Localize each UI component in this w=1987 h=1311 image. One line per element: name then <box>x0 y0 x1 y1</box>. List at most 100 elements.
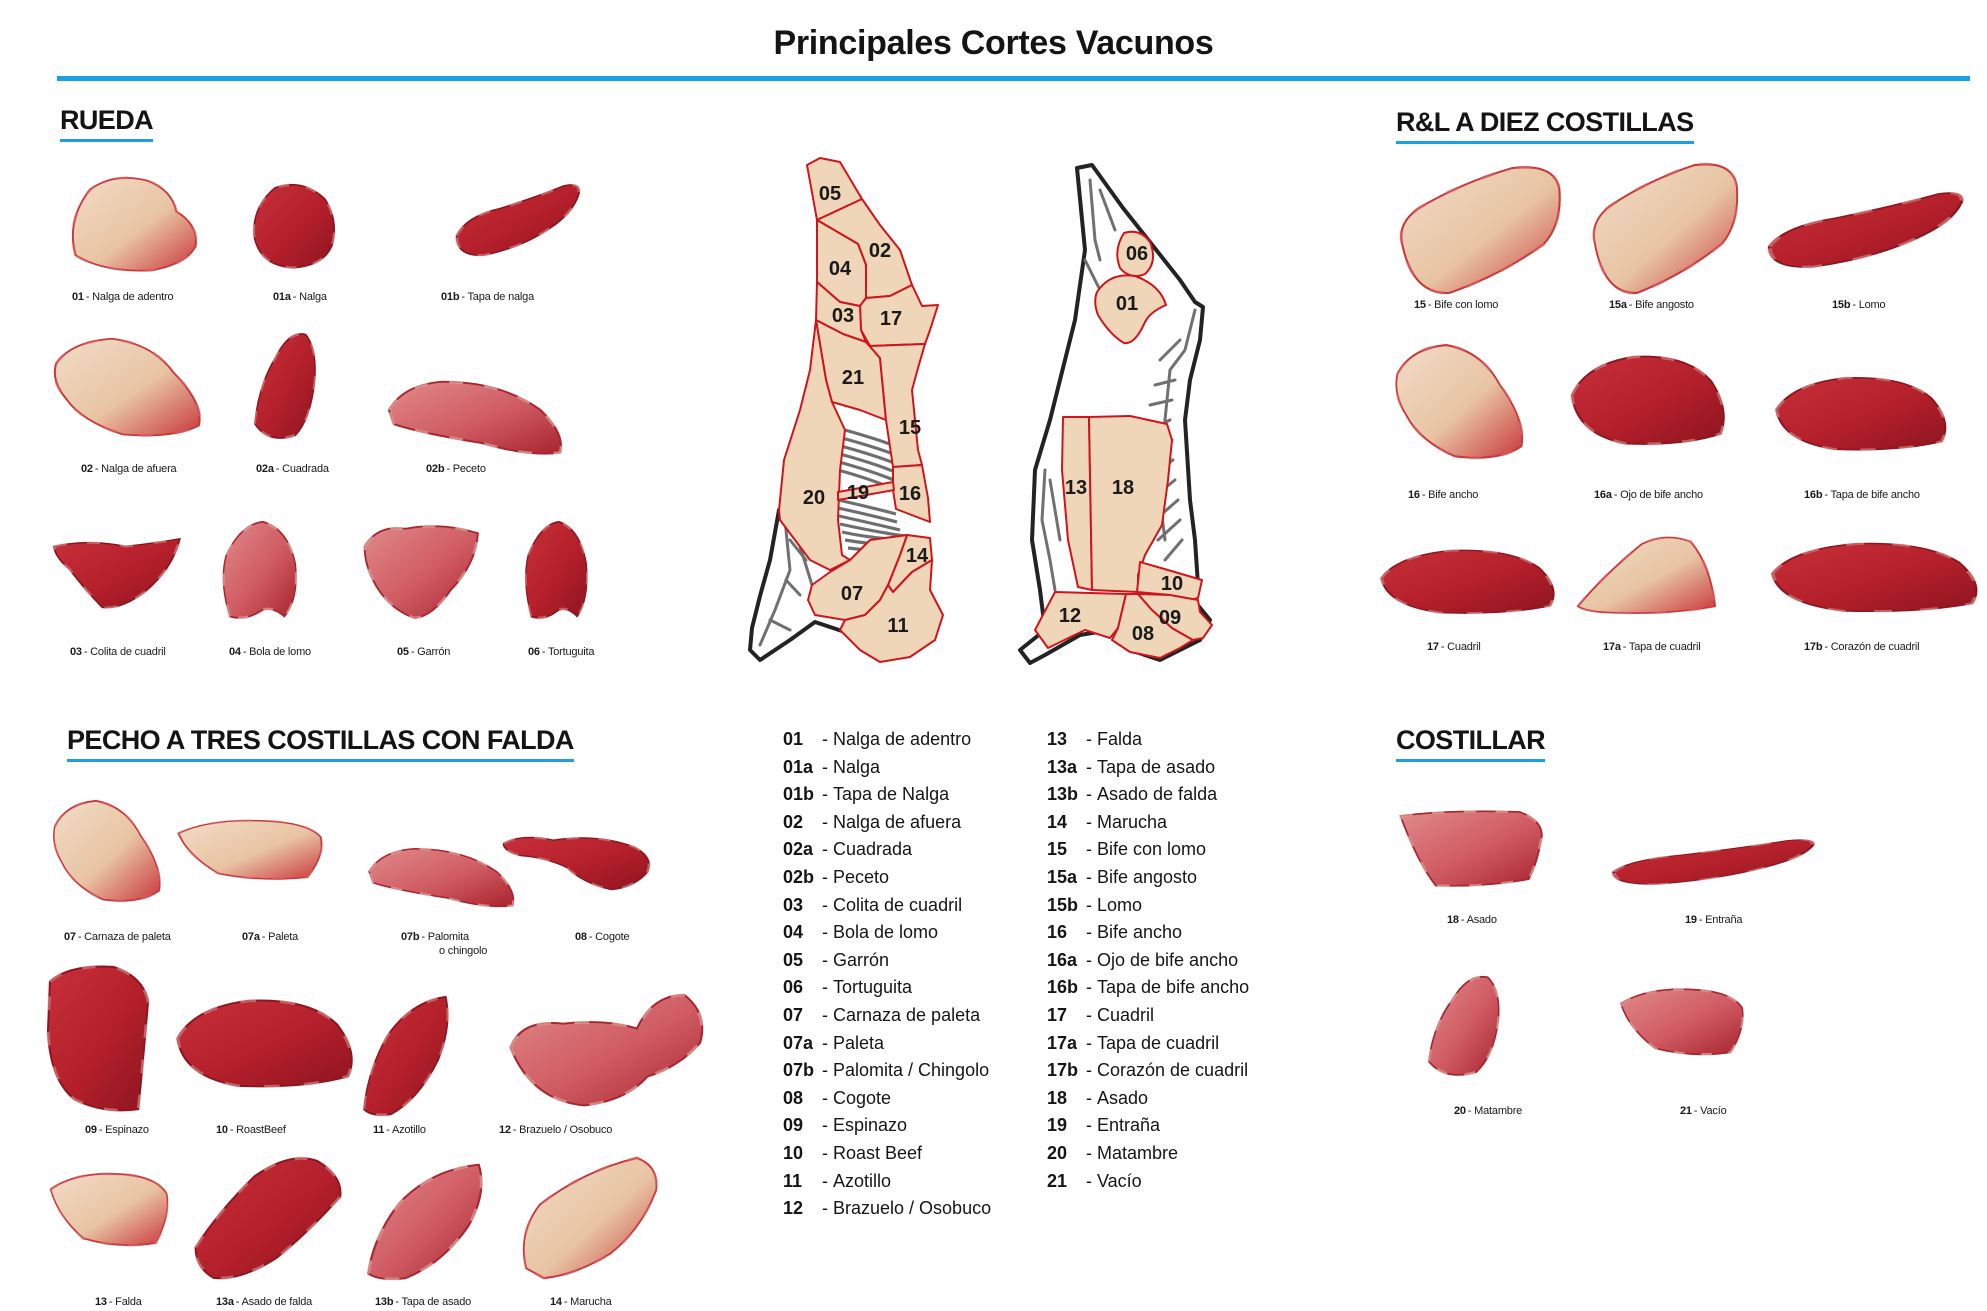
cut-name: Carnaza de paleta <box>84 931 171 943</box>
legend-name: Garrón <box>833 949 890 970</box>
caption-separator: - <box>108 1296 116 1308</box>
diagram-region-18[interactable] <box>1088 415 1173 593</box>
caption-separator: - <box>229 1124 237 1136</box>
carcass-diagram: 05 02 04 03 17 21 15 20 19 16 14 07 11 0… <box>740 150 1240 680</box>
cut-code: 09 <box>85 1124 97 1136</box>
cut-code: 05 <box>397 646 409 658</box>
legend-item: 17b -Corazón de cuadril <box>1047 1057 1249 1085</box>
legend-name: Nalga <box>833 756 881 777</box>
cut-code: 15 <box>1414 299 1426 311</box>
cut-caption-14: 14- Marucha <box>550 1295 612 1309</box>
legend-separator: - <box>1081 894 1092 915</box>
cut-caption-15: 15- Bife con lomo <box>1414 298 1498 312</box>
legend-code: 15 <box>1047 839 1068 860</box>
cut-name: Bife ancho <box>1428 489 1479 501</box>
meat-cut-image <box>1427 975 1500 1077</box>
cut-caption-07a: 07a- Paleta <box>242 930 298 944</box>
cut-photo-08 <box>499 830 670 918</box>
legend-separator: - <box>1081 866 1092 887</box>
cut-caption-20: 20- Matambre <box>1454 1104 1522 1118</box>
legend-item: 04 -Bola de lomo <box>783 919 991 947</box>
legend-item: 08 -Cogote <box>783 1085 991 1113</box>
cut-photo-13 <box>47 1167 185 1283</box>
legend-code: 13 <box>1047 729 1068 749</box>
diagram-region-15[interactable] <box>865 341 926 468</box>
cut-caption-02b: 02b- Peceto <box>426 462 486 476</box>
legend-name: Bola de lomo <box>833 922 939 943</box>
legend-code: 16 <box>1047 922 1068 943</box>
caption-separator: - <box>1698 914 1706 926</box>
cut-photo-17a <box>1573 532 1720 637</box>
cut-code: 14 <box>550 1296 562 1308</box>
diagram-region-09[interactable] <box>1137 593 1213 641</box>
legend-code: 06 <box>783 977 804 998</box>
legend-separator: - <box>1081 1087 1092 1108</box>
cut-name: Bife angosto <box>1635 299 1694 311</box>
meat-cut-image <box>387 380 563 456</box>
meat-cut-image <box>1611 839 1816 885</box>
caption-separator: - <box>1427 299 1435 311</box>
meat-cut-image <box>253 332 317 440</box>
legend-code: 01 <box>783 729 804 749</box>
cut-photo-15a <box>1590 160 1739 295</box>
diagram-label-20: 20 <box>803 487 825 509</box>
meat-cut-image <box>52 799 161 903</box>
legend-separator: - <box>1081 756 1092 777</box>
meat-cut-image <box>1394 343 1524 460</box>
diagram-label-09: 09 <box>1159 607 1181 629</box>
legend-code: 20 <box>1047 1142 1068 1163</box>
cut-name: Tapa de bife ancho <box>1830 489 1920 501</box>
legend-separator: - <box>1081 922 1092 943</box>
caption-separator: - <box>512 1124 520 1136</box>
caption-separator: - <box>242 646 250 658</box>
section-heading-costillar: COSTILLAR <box>1396 724 1546 762</box>
cut-caption-17: 17- Cuadril <box>1427 640 1481 654</box>
caption-separator: - <box>461 291 468 303</box>
section-heading-pecho: PECHO A TRES COSTILLAS CON FALDA <box>67 724 574 762</box>
cut-caption-10: 10- RoastBeef <box>216 1123 286 1137</box>
legend-separator: - <box>817 866 828 887</box>
cut-code: 04 <box>229 646 241 658</box>
cut-name: Tapa de nalga <box>467 291 534 303</box>
cut-name: Cuadril <box>1447 641 1481 653</box>
diagram-label-15: 15 <box>899 417 921 439</box>
legend-item: 15b -Lomo <box>1047 892 1249 920</box>
caption-separator: - <box>275 463 283 475</box>
legend-name: Cogote <box>833 1087 892 1108</box>
diagram-label-19: 19 <box>847 482 869 504</box>
meat-cut-image <box>502 836 651 891</box>
legend-separator: - <box>817 756 828 777</box>
legend-code: 03 <box>783 894 804 915</box>
legend-name: Palomita / Chingolo <box>833 1060 990 1081</box>
meat-cut-image <box>366 1163 483 1281</box>
cut-code: 17a <box>1603 641 1621 653</box>
cut-photo-15b <box>1762 190 1982 295</box>
legend-code: 17b <box>1047 1060 1079 1081</box>
caption-separator: - <box>1460 914 1467 926</box>
legend-separator: - <box>817 1170 828 1191</box>
cut-caption-04: 04- Bola de lomo <box>229 645 311 659</box>
cut-photo-02b <box>384 377 570 462</box>
legend-name: Asado <box>1097 1087 1149 1108</box>
cut-name: Ojo de bife ancho <box>1620 489 1703 501</box>
diagram-region-06[interactable] <box>1116 230 1155 277</box>
diagram-region-01[interactable] <box>1094 274 1167 345</box>
diagram-label-14: 14 <box>906 545 929 567</box>
caption-separator: - <box>1852 299 1859 311</box>
cut-photo-14 <box>513 1156 681 1283</box>
diagram-label-05: 05 <box>819 183 841 205</box>
legend-item: 07a -Paleta <box>783 1030 991 1058</box>
legend-separator: - <box>817 729 828 749</box>
cut-name: Asado <box>1466 914 1497 926</box>
diagram-region-11[interactable] <box>839 559 944 663</box>
legend-separator: - <box>1081 1060 1092 1081</box>
cut-code: 02b <box>426 463 445 475</box>
caption-separator: - <box>77 931 85 943</box>
diagram-region-19[interactable] <box>837 481 895 501</box>
meat-cut-image <box>52 537 182 609</box>
meat-cut-image <box>1774 376 1947 451</box>
diagram-label-18: 18 <box>1112 477 1134 499</box>
legend-code: 02 <box>783 811 804 832</box>
cut-photo-06 <box>522 520 614 634</box>
cut-name: Palomita <box>427 931 469 943</box>
